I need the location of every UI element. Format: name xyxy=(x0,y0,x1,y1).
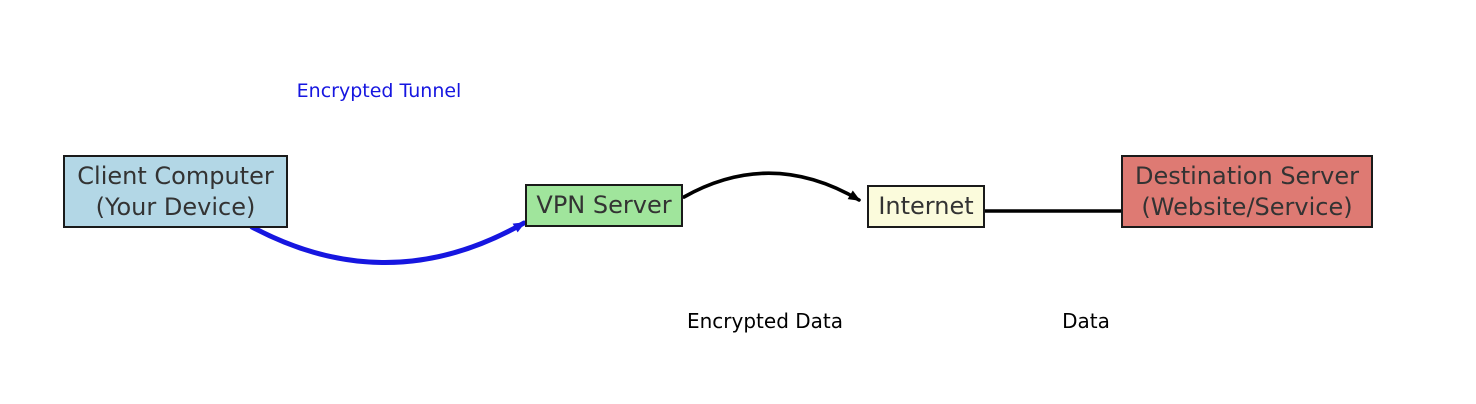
label-encrypted-tunnel: Encrypted Tunnel xyxy=(296,80,462,102)
edge-encrypted-data-vpn-to-internet xyxy=(682,171,861,202)
node-internet-label: Internet xyxy=(878,192,974,221)
node-destination-label-line1: Destination Server xyxy=(1134,161,1360,190)
node-client-label-line1: Client Computer xyxy=(77,161,274,190)
label-encrypted-data: Encrypted Data xyxy=(686,309,844,333)
label-data: Data xyxy=(1062,309,1110,333)
node-destination-label-line2: (Website/Service) xyxy=(1141,192,1353,221)
node-internet: Internet xyxy=(867,185,985,228)
node-client-computer: Client Computer (Your Device) xyxy=(63,155,288,228)
node-destination-server: Destination Server (Website/Service) xyxy=(1121,155,1373,228)
node-client-label-line2: (Your Device) xyxy=(95,192,256,221)
node-vpn-label: VPN Server xyxy=(536,191,672,220)
edge-encrypted-tunnel-client-to-vpn xyxy=(249,220,527,265)
node-vpn-server: VPN Server xyxy=(525,184,683,227)
